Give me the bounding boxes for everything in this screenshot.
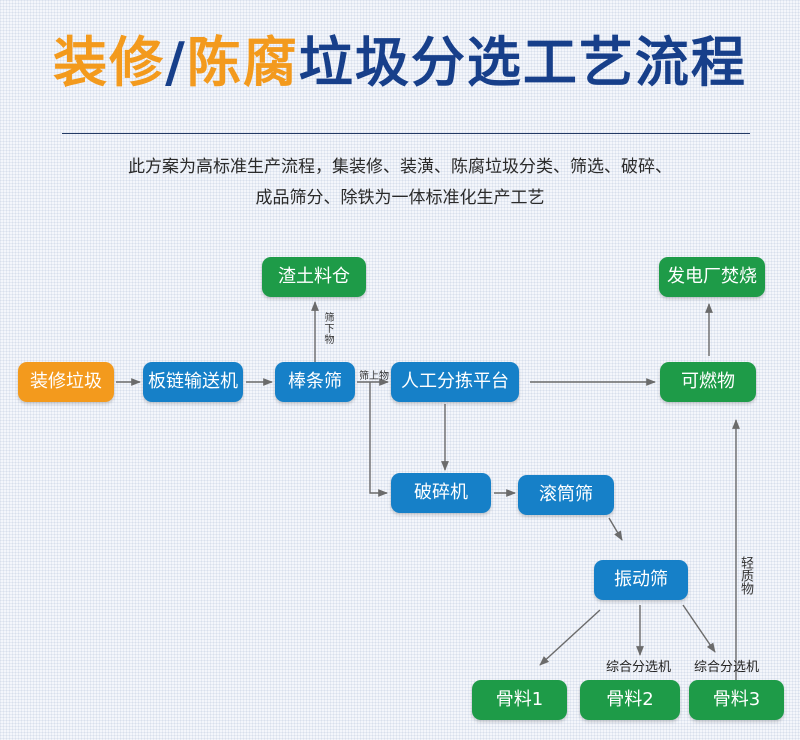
label-sorter-2: 综合分选机 <box>694 660 760 675</box>
title-part-aged: 陈腐 <box>186 31 299 94</box>
node-aggregate-1: 骨料1 <box>472 680 567 720</box>
node-chain-conveyor: 板链输送机 <box>143 362 243 402</box>
node-soil-bin: 渣土料仓 <box>262 257 366 297</box>
node-aggregate-2: 骨料2 <box>580 680 680 720</box>
node-renovation-waste: 装修垃圾 <box>18 362 114 402</box>
title-part-renovation: 装修 <box>53 31 166 94</box>
label-undersize: 筛下物 <box>322 312 333 345</box>
description-line-1: 此方案为高标准生产流程，集装修、装潢、陈腐垃圾分类、筛选、破碎、 <box>128 157 672 177</box>
node-aggregate-3: 骨料3 <box>689 680 784 720</box>
label-light-material: 轻质物 <box>738 556 753 595</box>
node-drum-screen: 滚筒筛 <box>518 475 614 515</box>
node-combustibles: 可燃物 <box>660 362 756 402</box>
title-slash: / <box>165 31 187 94</box>
arrow-vibrating-to-aggregate3 <box>682 604 716 653</box>
node-vibrating-screen: 振动筛 <box>594 560 688 600</box>
page-title: 装修/陈腐垃圾分选工艺流程 <box>0 28 800 98</box>
arrow-barscreen-to-crusher <box>369 382 388 497</box>
label-oversize: 筛上物 <box>359 371 389 382</box>
label-sorter-1: 综合分选机 <box>606 660 672 675</box>
node-crusher: 破碎机 <box>391 473 491 513</box>
title-divider <box>62 133 750 134</box>
node-manual-sorting-platform: 人工分拣平台 <box>391 362 519 402</box>
arrow-vibrating-to-aggregate1 <box>539 609 601 666</box>
title-part-process: 垃圾分选工艺流程 <box>298 31 747 94</box>
node-power-plant-incineration: 发电厂焚烧 <box>659 257 765 297</box>
arrow-drumscreen-to-vibrating <box>608 517 623 541</box>
node-bar-screen: 棒条筛 <box>275 362 355 402</box>
description-line-2: 成品筛分、除铁为一体标准化生产工艺 <box>255 188 545 208</box>
